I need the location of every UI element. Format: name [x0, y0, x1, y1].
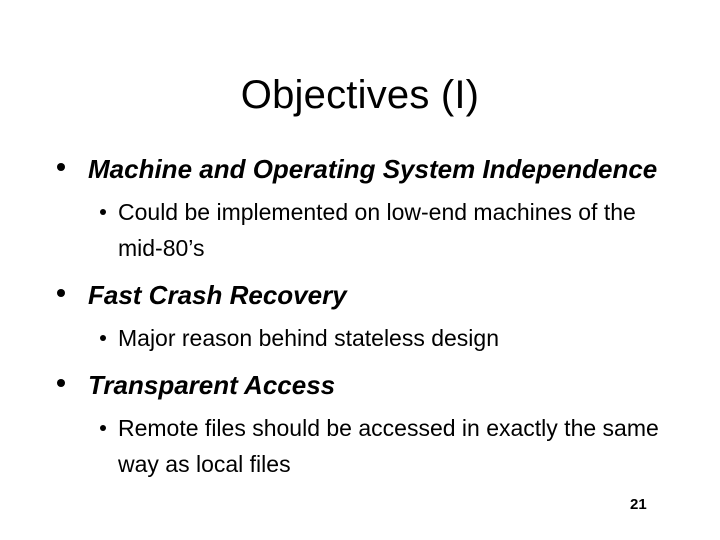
list-item: Fast Crash Recovery	[0, 276, 720, 314]
bullet-dot-icon	[100, 335, 106, 341]
list-item-label: Remote files should be accessed in exact…	[118, 415, 659, 477]
bullet-dot-icon	[57, 289, 65, 297]
bullet-dot-icon	[100, 425, 106, 431]
bullet-dot-icon	[57, 379, 65, 387]
list-item: Transparent Access	[0, 366, 720, 404]
list-item-label: Fast Crash Recovery	[88, 280, 347, 310]
list-item-label: Major reason behind stateless design	[118, 325, 500, 351]
list-item: Remote files should be accessed in exact…	[0, 410, 720, 482]
bullet-list: Machine and Operating System Independenc…	[0, 150, 720, 482]
bullet-dot-icon	[57, 163, 65, 171]
bullet-dot-icon	[100, 209, 106, 215]
list-item: Major reason behind stateless design	[0, 320, 720, 356]
list-item-label: Machine and Operating System Independenc…	[88, 154, 658, 184]
page-number: 21	[630, 496, 647, 513]
page-title: Objectives (I)	[240, 73, 480, 117]
list-item: Could be implemented on low-end machines…	[0, 194, 720, 266]
list-item-label: Could be implemented on low-end machines…	[118, 199, 636, 261]
list-item-label: Transparent Access	[88, 370, 336, 400]
list-item: Machine and Operating System Independenc…	[0, 150, 720, 188]
